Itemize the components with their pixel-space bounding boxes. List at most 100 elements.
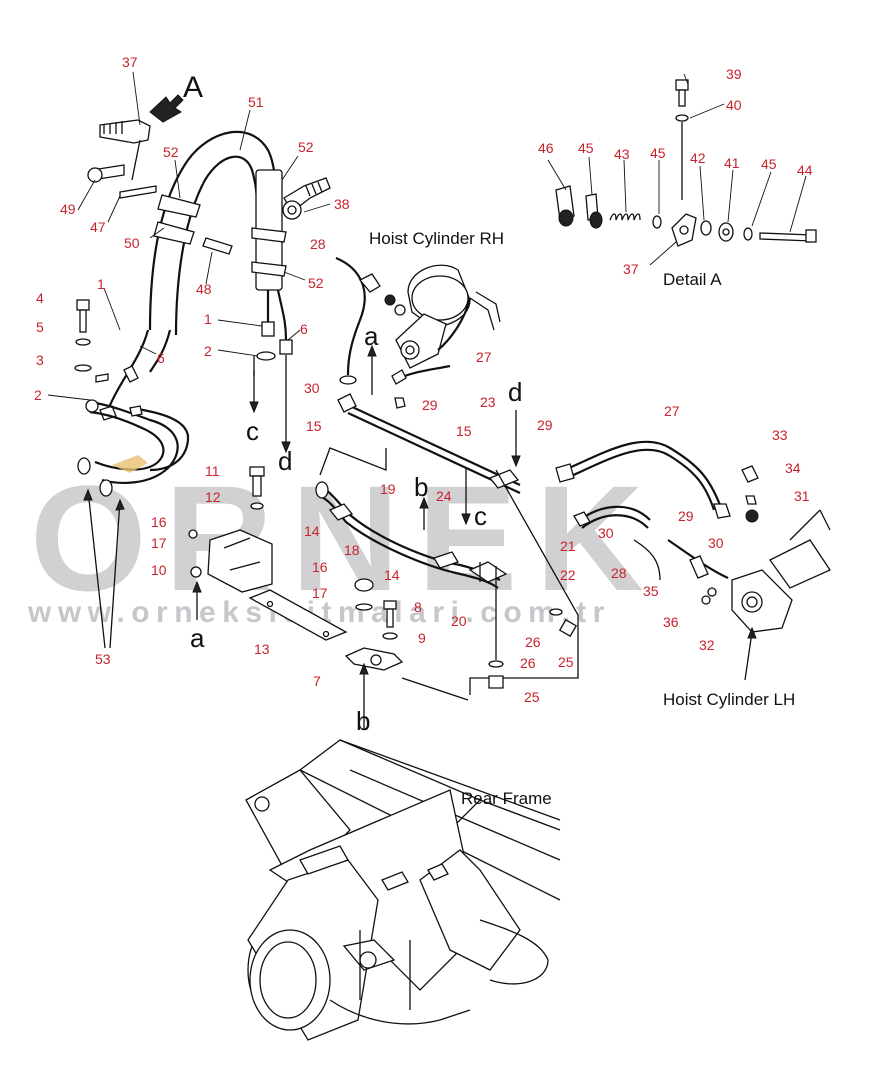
part-number: 41 bbox=[724, 155, 740, 171]
part-number: 1 bbox=[204, 311, 212, 327]
flow-letters: a b c d a b c d bbox=[190, 321, 522, 736]
view-arrow-a: A bbox=[149, 71, 203, 123]
part-number: 16 bbox=[151, 514, 167, 530]
part-number: 25 bbox=[524, 689, 540, 705]
flow-letter: a bbox=[364, 321, 379, 351]
part-number: 3 bbox=[36, 352, 44, 368]
fitting-38 bbox=[282, 177, 331, 220]
part-number: 12 bbox=[205, 489, 221, 505]
part-number: 27 bbox=[476, 349, 492, 365]
part-number: 52 bbox=[298, 139, 314, 155]
arrows-c-d bbox=[249, 355, 521, 530]
hose-28 bbox=[335, 256, 381, 385]
part-number: 30 bbox=[708, 535, 724, 551]
part-number: 16 bbox=[312, 559, 328, 575]
clip-assembly-center bbox=[344, 578, 404, 730]
part-number: 28 bbox=[310, 236, 326, 252]
part-number: 19 bbox=[380, 481, 396, 497]
part-number: 17 bbox=[312, 585, 328, 601]
flow-letter: c bbox=[246, 416, 259, 446]
flow-letter: a bbox=[190, 623, 205, 653]
clip-assembly-center-left bbox=[188, 466, 273, 620]
captions: Hoist Cylinder RH Hoist Cylinder LH Deta… bbox=[369, 229, 795, 808]
hose-51 bbox=[148, 130, 287, 336]
flow-letter: b bbox=[414, 472, 428, 502]
part-number: 7 bbox=[313, 673, 321, 689]
part-number: 38 bbox=[334, 196, 350, 212]
caption-detail-a: Detail A bbox=[663, 270, 722, 289]
part-number: 37 bbox=[122, 54, 138, 70]
part-number: 30 bbox=[598, 525, 614, 541]
part-number: 14 bbox=[304, 523, 320, 539]
part-number: 45 bbox=[578, 140, 594, 156]
tube-15-19 bbox=[337, 393, 521, 494]
part-number: 46 bbox=[538, 140, 554, 156]
part-number: 17 bbox=[151, 535, 167, 551]
part-number: 2 bbox=[34, 387, 42, 403]
part-number: 23 bbox=[480, 394, 496, 410]
part-number: 31 bbox=[794, 488, 810, 504]
part-number: 39 bbox=[726, 66, 742, 82]
flow-letter: b bbox=[356, 706, 370, 736]
hoist-cylinder-rh bbox=[384, 264, 501, 385]
part-number: 27 bbox=[664, 403, 680, 419]
part-number: 15 bbox=[456, 423, 472, 439]
detail-a-assembly bbox=[555, 79, 817, 247]
part-number: 18 bbox=[344, 542, 360, 558]
part-number: 53 bbox=[95, 651, 111, 667]
part-number: 49 bbox=[60, 201, 76, 217]
hose-28-lower bbox=[573, 505, 661, 581]
part-number: 14 bbox=[384, 567, 400, 583]
part-number: 2 bbox=[204, 343, 212, 359]
view-marker-a: A bbox=[183, 71, 203, 104]
part-number: 9 bbox=[418, 630, 426, 646]
part-number: 1 bbox=[97, 276, 105, 292]
part-number: 30 bbox=[304, 380, 320, 396]
part-number: 25 bbox=[558, 654, 574, 670]
flow-letter: d bbox=[278, 446, 292, 476]
part-number: 22 bbox=[560, 567, 576, 583]
part-number: 48 bbox=[196, 281, 212, 297]
part-number: 15 bbox=[306, 418, 322, 434]
part-number: 37 bbox=[623, 261, 639, 277]
part-number: 47 bbox=[90, 219, 106, 235]
part-number: 43 bbox=[614, 146, 630, 162]
part-number: 24 bbox=[436, 488, 452, 504]
bracket-20 bbox=[468, 561, 578, 689]
part-number: 11 bbox=[205, 463, 220, 479]
rear-frame bbox=[245, 739, 561, 1041]
leader-lines bbox=[47, 71, 807, 401]
bolt-stack-left bbox=[74, 299, 92, 372]
hose-pair-left bbox=[95, 329, 172, 421]
part-number: 51 bbox=[248, 94, 264, 110]
part-number: 52 bbox=[308, 275, 324, 291]
part-number: 28 bbox=[611, 565, 627, 581]
part-number: 29 bbox=[422, 397, 438, 413]
part-number: 45 bbox=[761, 156, 777, 172]
tube-53 bbox=[77, 399, 190, 497]
part-number: 29 bbox=[678, 508, 694, 524]
flow-letter: d bbox=[508, 377, 522, 407]
part-number: 26 bbox=[520, 655, 536, 671]
part-number: 44 bbox=[797, 162, 813, 178]
part-number: 33 bbox=[772, 427, 788, 443]
part-number: 52 bbox=[163, 144, 179, 160]
part-number: 50 bbox=[124, 235, 140, 251]
part-number: 5 bbox=[36, 319, 44, 335]
part-number-labels: 37 51 52 52 38 49 47 50 48 52 1 2 6 1 6 … bbox=[34, 54, 813, 705]
part-number: 21 bbox=[560, 538, 576, 554]
part-number: 36 bbox=[663, 614, 679, 630]
arrow-a-center bbox=[367, 344, 377, 395]
plate-13 bbox=[248, 589, 348, 641]
hose-27 bbox=[555, 440, 731, 519]
caption-hoist-cylinder-lh: Hoist Cylinder LH bbox=[663, 690, 795, 709]
part-number: 13 bbox=[254, 641, 270, 657]
flow-letter: c bbox=[474, 501, 487, 531]
part-number: 40 bbox=[726, 97, 742, 113]
part-number: 35 bbox=[643, 583, 659, 599]
part-number: 6 bbox=[157, 350, 165, 366]
part-number: 42 bbox=[690, 150, 706, 166]
hose-pair-center bbox=[253, 289, 293, 376]
watermark: ORNEK www.orneksisitmalari.com.tr bbox=[27, 454, 644, 629]
